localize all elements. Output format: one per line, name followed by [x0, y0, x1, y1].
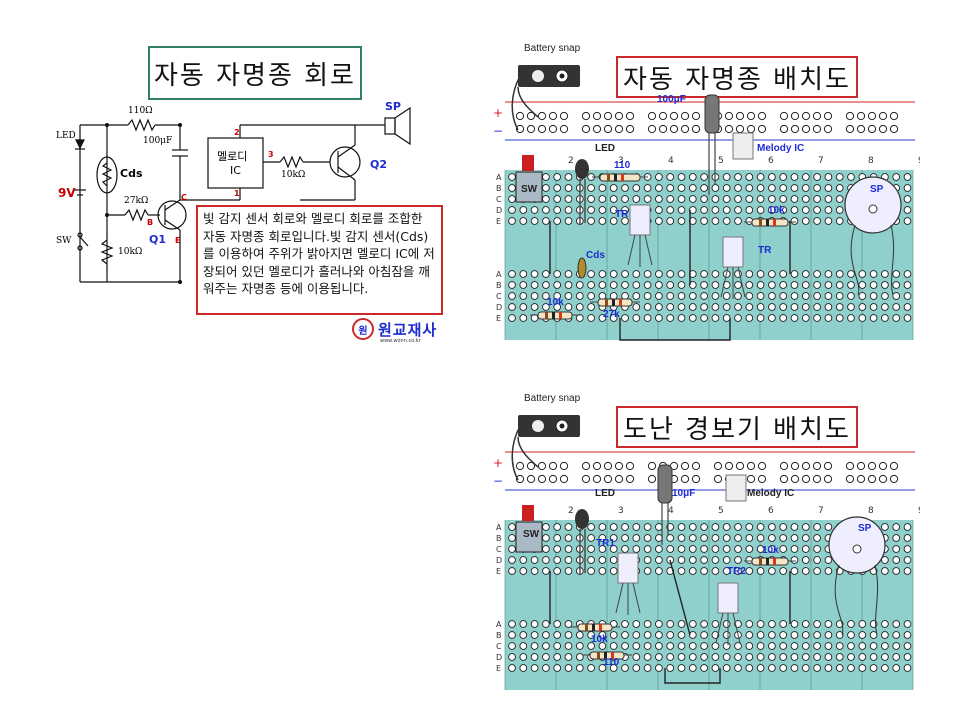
layout1-sp-label: SP: [870, 184, 884, 195]
svg-text:8: 8: [868, 506, 874, 516]
svg-text:−: −: [493, 124, 503, 138]
publisher-logo: 원 원교재사: [352, 318, 437, 340]
layout1-27k-label: 27k: [603, 309, 620, 320]
svg-text:D: D: [496, 206, 502, 215]
layout2-110-label: 110: [603, 657, 620, 668]
svg-text:−: −: [493, 474, 503, 488]
q1-e-label: E: [175, 236, 181, 245]
resistor-110-label: 110Ω: [128, 106, 153, 116]
svg-text:B: B: [496, 184, 502, 193]
svg-text:+: +: [493, 456, 503, 470]
ic-pin3-label: 3: [268, 150, 274, 159]
logo-url: www.wonn.co.kr: [380, 338, 421, 344]
ic-label-line2: IC: [230, 164, 241, 177]
schematic-title: 자동 자명종 회로: [148, 46, 362, 100]
q1-c-label: C: [181, 193, 187, 202]
layout2-battery-snap-label: Battery snap: [524, 393, 581, 404]
svg-text:A: A: [496, 270, 502, 279]
layout1-breadboard: +−ABCDEABCDE23456789: [493, 65, 920, 341]
q2-label: Q2: [370, 158, 388, 171]
svg-text:7: 7: [818, 506, 824, 516]
layout1-tr-label: TR: [615, 209, 629, 220]
speaker-label: SP: [385, 100, 401, 113]
svg-text:C: C: [496, 545, 502, 554]
layout1-title: 자동 자명종 배치도: [616, 56, 858, 98]
svg-text:C: C: [496, 292, 502, 301]
svg-text:B: B: [496, 631, 502, 640]
ic-pin1-label: 1: [234, 189, 240, 198]
svg-text:6: 6: [768, 156, 774, 166]
layout1-10k-b-label: 10k: [547, 297, 564, 308]
layout1-sw-label: SW: [521, 184, 538, 195]
logo-name: 원교재사: [378, 320, 438, 339]
svg-text:5: 5: [718, 506, 724, 516]
svg-text:E: E: [496, 217, 501, 226]
layout2-melody-ic-label: Melody IC: [747, 488, 795, 499]
svg-text:E: E: [496, 314, 501, 323]
svg-text:4: 4: [668, 506, 674, 516]
battery-label: 9V: [58, 186, 76, 200]
svg-text:E: E: [496, 567, 501, 576]
svg-text:3: 3: [618, 156, 624, 166]
svg-text:B: B: [496, 281, 502, 290]
circuit-description: 빛 감지 센서 회로와 멜로디 회로를 조합한 자동 자명종 회로입니다.빛 감…: [196, 205, 443, 315]
resistor-10k-label: 10kΩ: [118, 247, 143, 257]
svg-text:D: D: [496, 653, 502, 662]
logo-mark-icon: 원: [352, 318, 374, 340]
layout1-cds-label: Cds: [586, 250, 605, 261]
layout1-battery-snap-label: Battery snap: [524, 43, 581, 54]
svg-text:3: 3: [618, 506, 624, 516]
cds-label: Cds: [120, 167, 143, 180]
svg-text:D: D: [496, 303, 502, 312]
layout2-10k-b-label: 10k: [591, 634, 608, 645]
schematic-diagram: [74, 106, 411, 284]
layout1-led-label: LED: [595, 143, 615, 154]
q1-label: Q1: [149, 233, 167, 246]
svg-text:E: E: [496, 664, 501, 673]
layout2-breadboard: +−ABCDEABCDE23456789: [493, 415, 920, 690]
layout2-10k-a-label: 10k: [762, 545, 779, 556]
layout1-melody-ic-label: Melody IC: [757, 143, 805, 154]
layout2-sp-label: SP: [858, 523, 872, 534]
svg-text:9: 9: [918, 156, 920, 166]
svg-text:B: B: [496, 534, 502, 543]
svg-text:4: 4: [668, 156, 674, 166]
layout2-title: 도난 경보기 배치도: [616, 406, 858, 448]
layout1-cap-label: 100μF: [657, 94, 686, 105]
layout1-tr2-label: TR: [758, 245, 772, 256]
layout2-led-label: LED: [595, 488, 615, 499]
svg-text:9: 9: [918, 506, 920, 516]
svg-text:2: 2: [568, 506, 574, 516]
q1-b-label: B: [147, 218, 154, 227]
layout2-sw-label: SW: [523, 529, 540, 540]
svg-text:8: 8: [868, 156, 874, 166]
svg-text:6: 6: [768, 506, 774, 516]
led-label: LED: [56, 131, 76, 141]
svg-text:A: A: [496, 523, 502, 532]
svg-text:2: 2: [568, 156, 574, 166]
layout1-110-label: 110: [614, 160, 631, 171]
layout2-tr2-label: TR2: [727, 566, 746, 577]
ic-pin2-label: 2: [234, 128, 240, 137]
layout1-10k-a-label: 10k: [768, 205, 785, 216]
switch-label: SW: [56, 236, 72, 246]
svg-text:D: D: [496, 556, 502, 565]
ic-label-line1: 멜로디: [217, 150, 248, 163]
capacitor-label: 100μF: [143, 136, 173, 146]
svg-text:5: 5: [718, 156, 724, 166]
svg-text:+: +: [493, 106, 503, 120]
svg-text:A: A: [496, 620, 502, 629]
resistor-27k-label: 27kΩ: [124, 196, 149, 206]
layout2-tr1-label: TR1: [596, 538, 615, 549]
svg-text:C: C: [496, 642, 502, 651]
svg-text:C: C: [496, 195, 502, 204]
svg-text:7: 7: [818, 156, 824, 166]
layout2-cap-label: 10μF: [672, 488, 696, 499]
resistor-10k-b-label: 10kΩ: [281, 170, 306, 180]
svg-text:A: A: [496, 173, 502, 182]
